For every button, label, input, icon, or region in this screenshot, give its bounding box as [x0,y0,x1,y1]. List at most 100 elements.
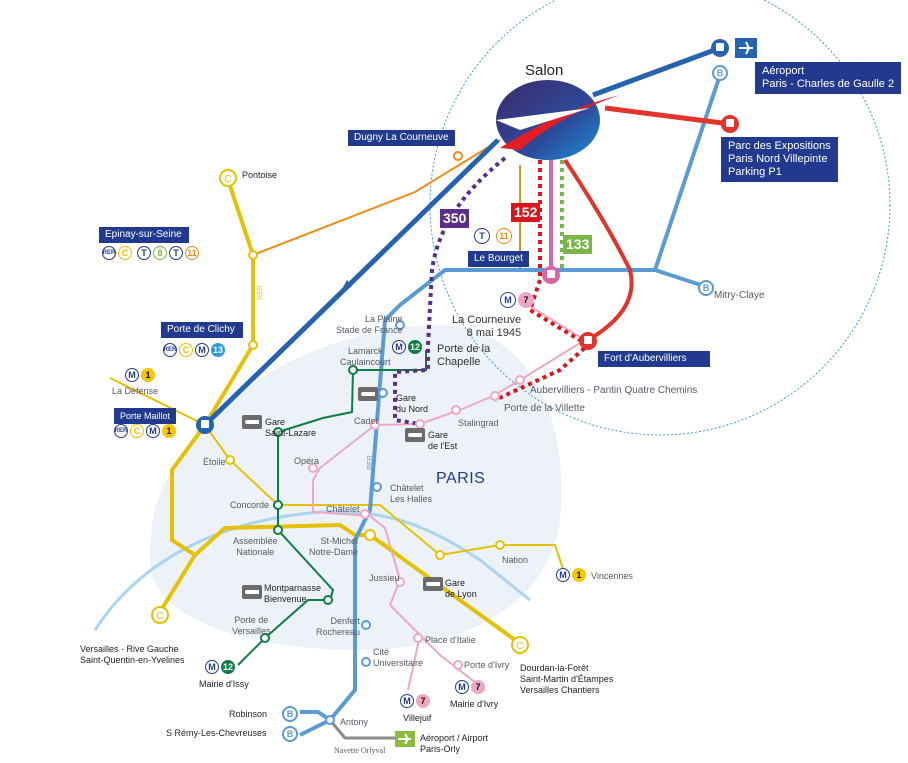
zone-circle [429,0,891,436]
dugny-label[interactable]: Dugny La Courneuve [348,130,455,146]
station-opera: Opéra [294,456,320,466]
station-mairie-ivry: Mairie d'Ivry [450,699,499,709]
station-gare-nord: Gare du Nord [396,393,429,414]
tram-icon: T [137,246,151,260]
navette-fort-aubervilliers-line [563,158,634,342]
metro-7-line [312,299,587,691]
paris-label: PARIS [436,470,486,487]
rer-c-icon: C [179,343,193,357]
metro-icon: M [195,343,209,357]
le-bourget-label[interactable]: Le Bourget [468,251,529,267]
station-nation: Nation [502,555,529,565]
mairie-ivry-lines: M 7 [455,680,485,694]
bus-152-badge: 152 [511,203,541,222]
rer-icon: RER [102,246,116,260]
salon-logo-wing [496,108,590,130]
station-porte-versailles: Porte de Versailles [232,615,271,636]
station-gare-lyon: Gare de Lyon [445,578,477,599]
train-icon [242,585,262,599]
bus-350-badge: 350 [440,209,470,228]
station-gare-st-lazare: Gare Saint-Lazare [265,417,317,438]
station-mairie-issy: Mairie d'Issy [199,679,249,689]
orly-airport-label: Aéroport / Airport Paris-Orly [420,733,489,754]
metro-icon: M [146,424,160,438]
epinay-lines: RER C T 8 T 11 [102,246,199,260]
station-porte-villette: Porte de la Villette [504,403,585,414]
rer-c-label: RER [257,285,264,300]
metro-7-icon: 7 [471,680,485,694]
station-denfert: Denfert Rochereau [316,616,361,637]
metro-icon: M [205,660,219,674]
station-place-italie: Place d'Italie [425,635,476,645]
orlyval-line [328,719,400,740]
porte-maillot-label[interactable]: Porte Maillot [114,408,177,424]
metro-icon: M [556,568,570,582]
train-icon [405,428,425,442]
station-montparnasse: Montparnasse Bienvenue [264,583,322,604]
station-aubervilliers: Aubervilliers - Pantin Quatre Chemins [530,385,698,396]
epinay-label[interactable]: Epinay-sur-Seine [99,227,189,243]
salon-title: Salon [525,62,564,79]
fort-aubervilliers-label[interactable]: Fort d'Aubervilliers [598,351,710,367]
station-lamarck: Lamarck Caulaincourt [340,346,391,367]
station-gare-est: Gare de l'Est [428,430,458,451]
station-vincennes: Vincennes [591,571,633,581]
station-porte-ivry: Porte d'Ivry [464,660,510,670]
station-assemblee: Assemblée Nationale [233,536,278,557]
bus-icon [201,420,209,428]
svg-text:C: C [156,611,163,622]
metro-icon: M [392,340,406,354]
svg-text:B: B [287,709,294,719]
metro-icon: M [455,680,469,694]
navette-parc-expo-line [604,105,731,127]
la-courneuve-lines: M 7 [500,292,534,308]
station-robinson: Robinson [229,709,268,719]
parc-expo-label[interactable]: Parc des Expositions Paris Nord Villepin… [721,137,838,182]
station-stalingrad: Stalingrad [458,418,499,428]
tram-11-icon: 11 [496,228,512,244]
mairie-issy-lines: M 12 [205,660,235,674]
bus-350-route [393,156,507,426]
svg-text:B: B [287,729,294,739]
train-icon [423,577,443,591]
cdg-label[interactable]: Aéroport Paris - Charles de Gaulle 2 [755,62,902,94]
station-la-plaine: La Plaine Stade de France [336,314,403,335]
bus-icon [716,43,724,51]
station-mitry: Mitry-Claye [714,290,765,301]
station-jussieu: Jussieu [369,573,400,583]
vincennes-lines: M 1 [556,568,586,582]
station-dots [225,250,525,725]
porte-clichy-label[interactable]: Porte de Clichy [161,322,243,338]
svg-text:B: B [717,68,724,78]
metro-7-icon: 7 [518,292,534,308]
metro-7-icon: 7 [416,694,430,708]
station-la-courneuve: La Courneuve 8 mai 1945 [452,314,522,339]
navette-porte-maillot-line [203,138,500,427]
station-porte-chapelle: Porte de la Chapelle [437,343,491,368]
rer-c-terminus-versailles [151,606,169,624]
station-st-michel: St-Michel Notre-Dame [309,536,359,557]
station-cadet: Cadet [354,416,379,426]
porte-clichy-lines: RER C M 13 [163,343,225,357]
porte-chapelle-lines: M 12 [392,340,422,354]
station-versailles-rg: Versailles - Rive Gauche Saint-Quentin-e… [80,644,185,665]
tram-icon: T [474,228,490,244]
metro-1-icon: 1 [572,568,586,582]
metro-icon: M [500,292,516,308]
metro-13-icon: 13 [211,343,225,357]
station-st-remy: S Rémy-Les-Chevreuses [166,728,267,738]
bus-icon [584,336,592,344]
rer-c-icon: C [118,246,132,260]
train-icon [358,387,378,401]
tram-11-icon: 11 [185,246,199,260]
rer-c-terminus-dourdan [511,636,529,654]
metro-12-icon: 12 [408,340,422,354]
rer-c-termini-labels: C C C [156,174,523,652]
tram-icon: T [169,246,183,260]
rer-c-line [109,179,566,642]
svg-text:C: C [516,641,523,652]
station-cite-u: Cité Universitaire [373,647,424,668]
svg-text:B: B [703,283,710,293]
rer-c-icon: C [130,424,144,438]
